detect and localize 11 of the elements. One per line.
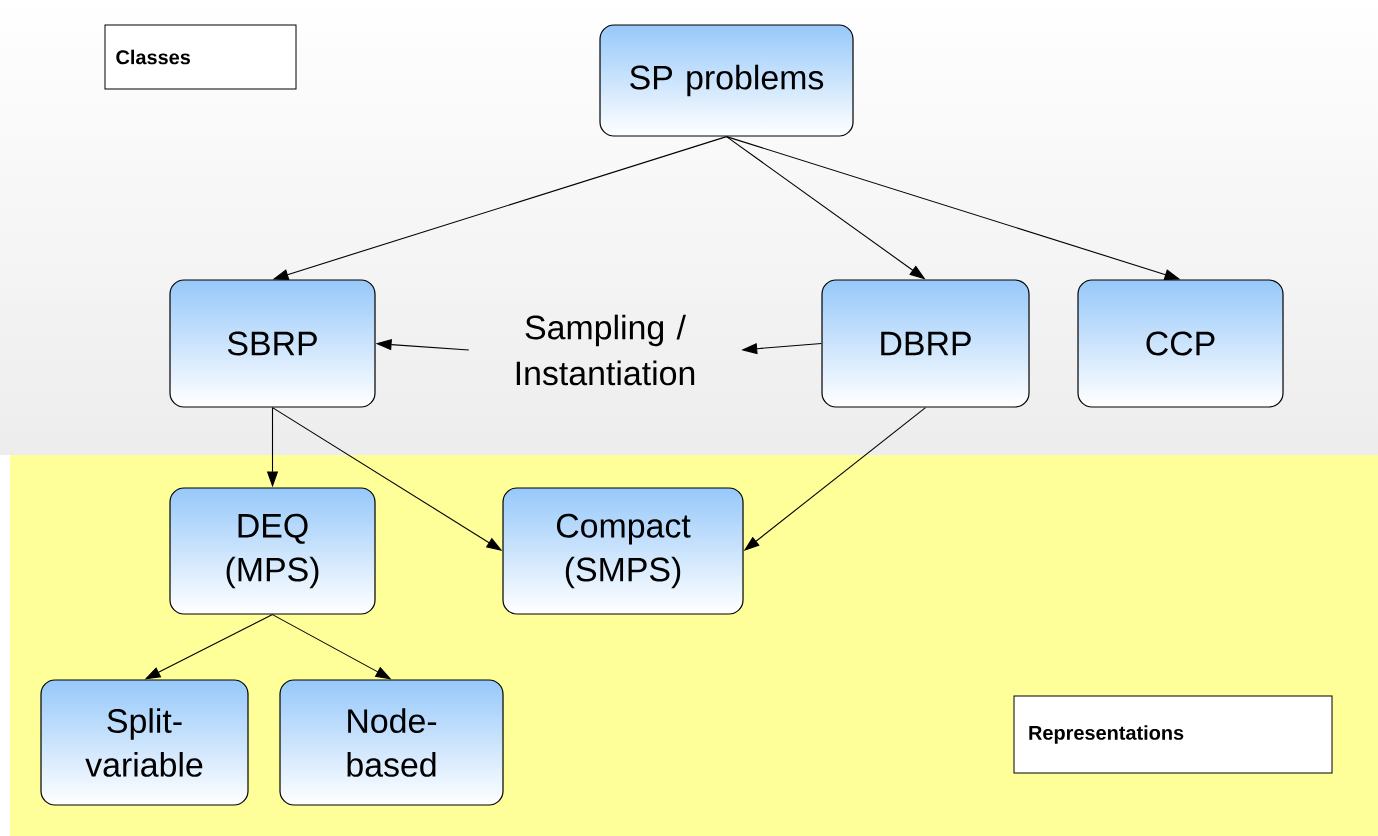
process-box: DBRP	[821, 279, 1030, 408]
process-box: CCP	[1077, 279, 1284, 408]
process-box: Split-variable	[40, 679, 249, 806]
process-box: SBRP	[169, 279, 376, 408]
process-box: Node-based	[279, 679, 504, 806]
edge-label: Sampling / Instantiation	[516, 314, 695, 386]
process-box: SP problems	[599, 24, 854, 137]
label-box: Classes	[104, 24, 297, 90]
process-box: Compact (SMPS)	[502, 487, 744, 615]
process-box: DEQ (MPS)	[169, 487, 376, 615]
label-box: Representations	[1013, 695, 1333, 774]
